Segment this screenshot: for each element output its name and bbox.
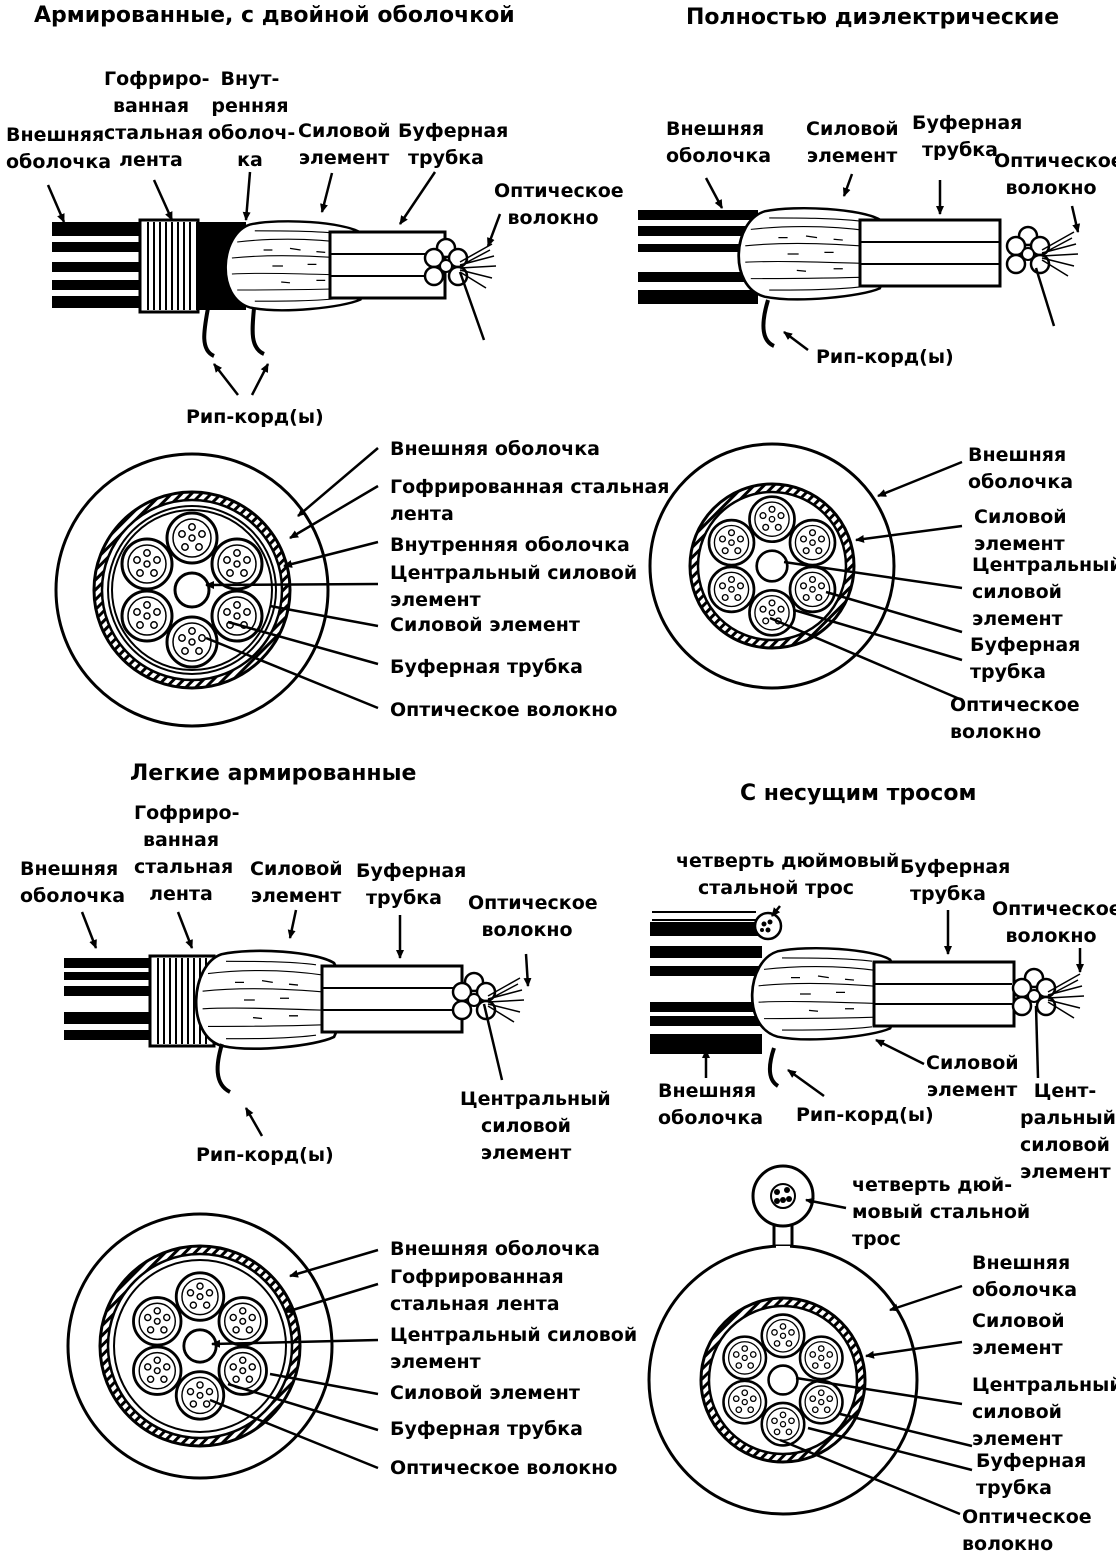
light-armored-rip-cord-label: Рип-корд(ы) [196, 1142, 334, 1169]
dielectric-outer-jacket-label: Внешняя оболочка [666, 116, 760, 170]
armored-double-cross-buffer-tube-label: Буферная трубка [390, 654, 583, 681]
light-armored-cross-steel-tape-label: Гофрированная стальная лента [390, 1264, 564, 1318]
dielectric-cross-optical-fiber-label: Оптическое волокно [950, 692, 1080, 746]
armored-double-cross-inner-jacket-label: Внутренняя оболочка [390, 532, 630, 559]
armored-double-cross-strength-member-label: Силовой элемент [390, 612, 580, 639]
armored-double-strength-member-label: Силовой элемент [298, 118, 390, 172]
light-armored-cross-buffer-tube-label: Буферная трубка [390, 1416, 583, 1443]
armored-double-cross-section [56, 454, 328, 726]
messenger-optical-fiber-label: Оптическое волокно [992, 896, 1110, 950]
light-armored-side-drawing [64, 951, 524, 1092]
messenger-buffer-tube-label: Буферная трубка [900, 854, 996, 908]
dielectric-title: Полностью диэлектрические [686, 4, 1059, 32]
armored-double-optical-fiber-label: Оптическое волокно [494, 178, 612, 232]
armored-double-steel-tape-label: Гофриро- ванная стальная лента [104, 66, 198, 174]
armored-double-cross-outer-jacket-label: Внешняя оболочка [390, 436, 600, 463]
messenger-outer-jacket-label: Внешняя оболочка [658, 1078, 752, 1132]
armored-double-inner-jacket-label: Внут- ренняя оболоч- ка [208, 66, 292, 174]
light-armored-cross-optical-fiber-label: Оптическое волокно [390, 1455, 617, 1482]
dielectric-cross-strength-member-label: Силовой элемент [974, 504, 1067, 558]
messenger-cross-strength-member-label: Силовой элемент [972, 1308, 1065, 1362]
light-armored-strength-member-label: Силовой элемент [250, 856, 342, 910]
armored-double-side-drawing [52, 220, 496, 356]
armored-double-rip-cord-label: Рип-корд(ы) [186, 404, 324, 431]
armored-double-cross-optical-fiber-label: Оптическое волокно [390, 697, 617, 724]
light-armored-central-strength-label: Центральный силовой элемент [460, 1086, 592, 1167]
dielectric-optical-fiber-label: Оптическое волокно [994, 148, 1108, 202]
dielectric-cross-central-strength-label: Центральный силовой элемент [972, 552, 1116, 633]
armored-double-outer-jacket-label: Внешняя оболочка [6, 122, 98, 176]
dielectric-cross-section [650, 444, 894, 688]
messenger-title: С несущим тросом [740, 780, 976, 808]
messenger-rip-cord-label: Рип-корд(ы) [796, 1102, 934, 1129]
light-armored-cross-strength-member-label: Силовой элемент [390, 1380, 580, 1407]
dielectric-strength-member-label: Силовой элемент [806, 116, 898, 170]
dielectric-rip-cord-label: Рип-корд(ы) [816, 344, 954, 371]
light-armored-steel-tape-label: Гофриро- ванная стальная лента [134, 800, 228, 908]
messenger-cross-optical-fiber-label: Оптическое волокно [962, 1504, 1092, 1557]
light-armored-title: Легкие армированные [130, 760, 416, 788]
messenger-cross-central-strength-label: Центральный силовой элемент [972, 1372, 1116, 1453]
armored-double-cross-steel-tape-label: Гофрированная стальная лента [390, 474, 670, 528]
light-armored-cross-section [68, 1214, 332, 1478]
dielectric-cross-buffer-tube-label: Буферная трубка [970, 632, 1080, 686]
messenger-strength-member-label: Силовой элемент [926, 1050, 1018, 1104]
light-armored-cross-central-strength-label: Центральный силовой элемент [390, 1322, 637, 1376]
light-armored-cross-outer-jacket-label: Внешняя оболочка [390, 1236, 600, 1263]
messenger-cross-buffer-tube-label: Буферная трубка [976, 1448, 1086, 1502]
armored-double-cross-central-strength-label: Центральный силовой элемент [390, 560, 637, 614]
messenger-steel-wire-label: четверть дюймовый стальной трос [676, 848, 876, 902]
messenger-central-strength-label: Цент- ральный силовой элемент [1020, 1078, 1110, 1186]
dielectric-cross-outer-jacket-label: Внешняя оболочка [968, 442, 1073, 496]
messenger-cross-steel-wire-label: четверть дюй- мовый стальной трос [852, 1172, 1030, 1253]
armored-double-title: Армированные, с двойной оболочкой [34, 2, 515, 30]
light-armored-optical-fiber-label: Оптическое волокно [468, 890, 586, 944]
messenger-cross-outer-jacket-label: Внешняя оболочка [972, 1250, 1077, 1304]
light-armored-buffer-tube-label: Буферная трубка [356, 858, 452, 912]
light-armored-outer-jacket-label: Внешняя оболочка [20, 856, 114, 910]
dielectric-side-drawing [638, 208, 1078, 346]
armored-double-buffer-tube-label: Буферная трубка [398, 118, 494, 172]
